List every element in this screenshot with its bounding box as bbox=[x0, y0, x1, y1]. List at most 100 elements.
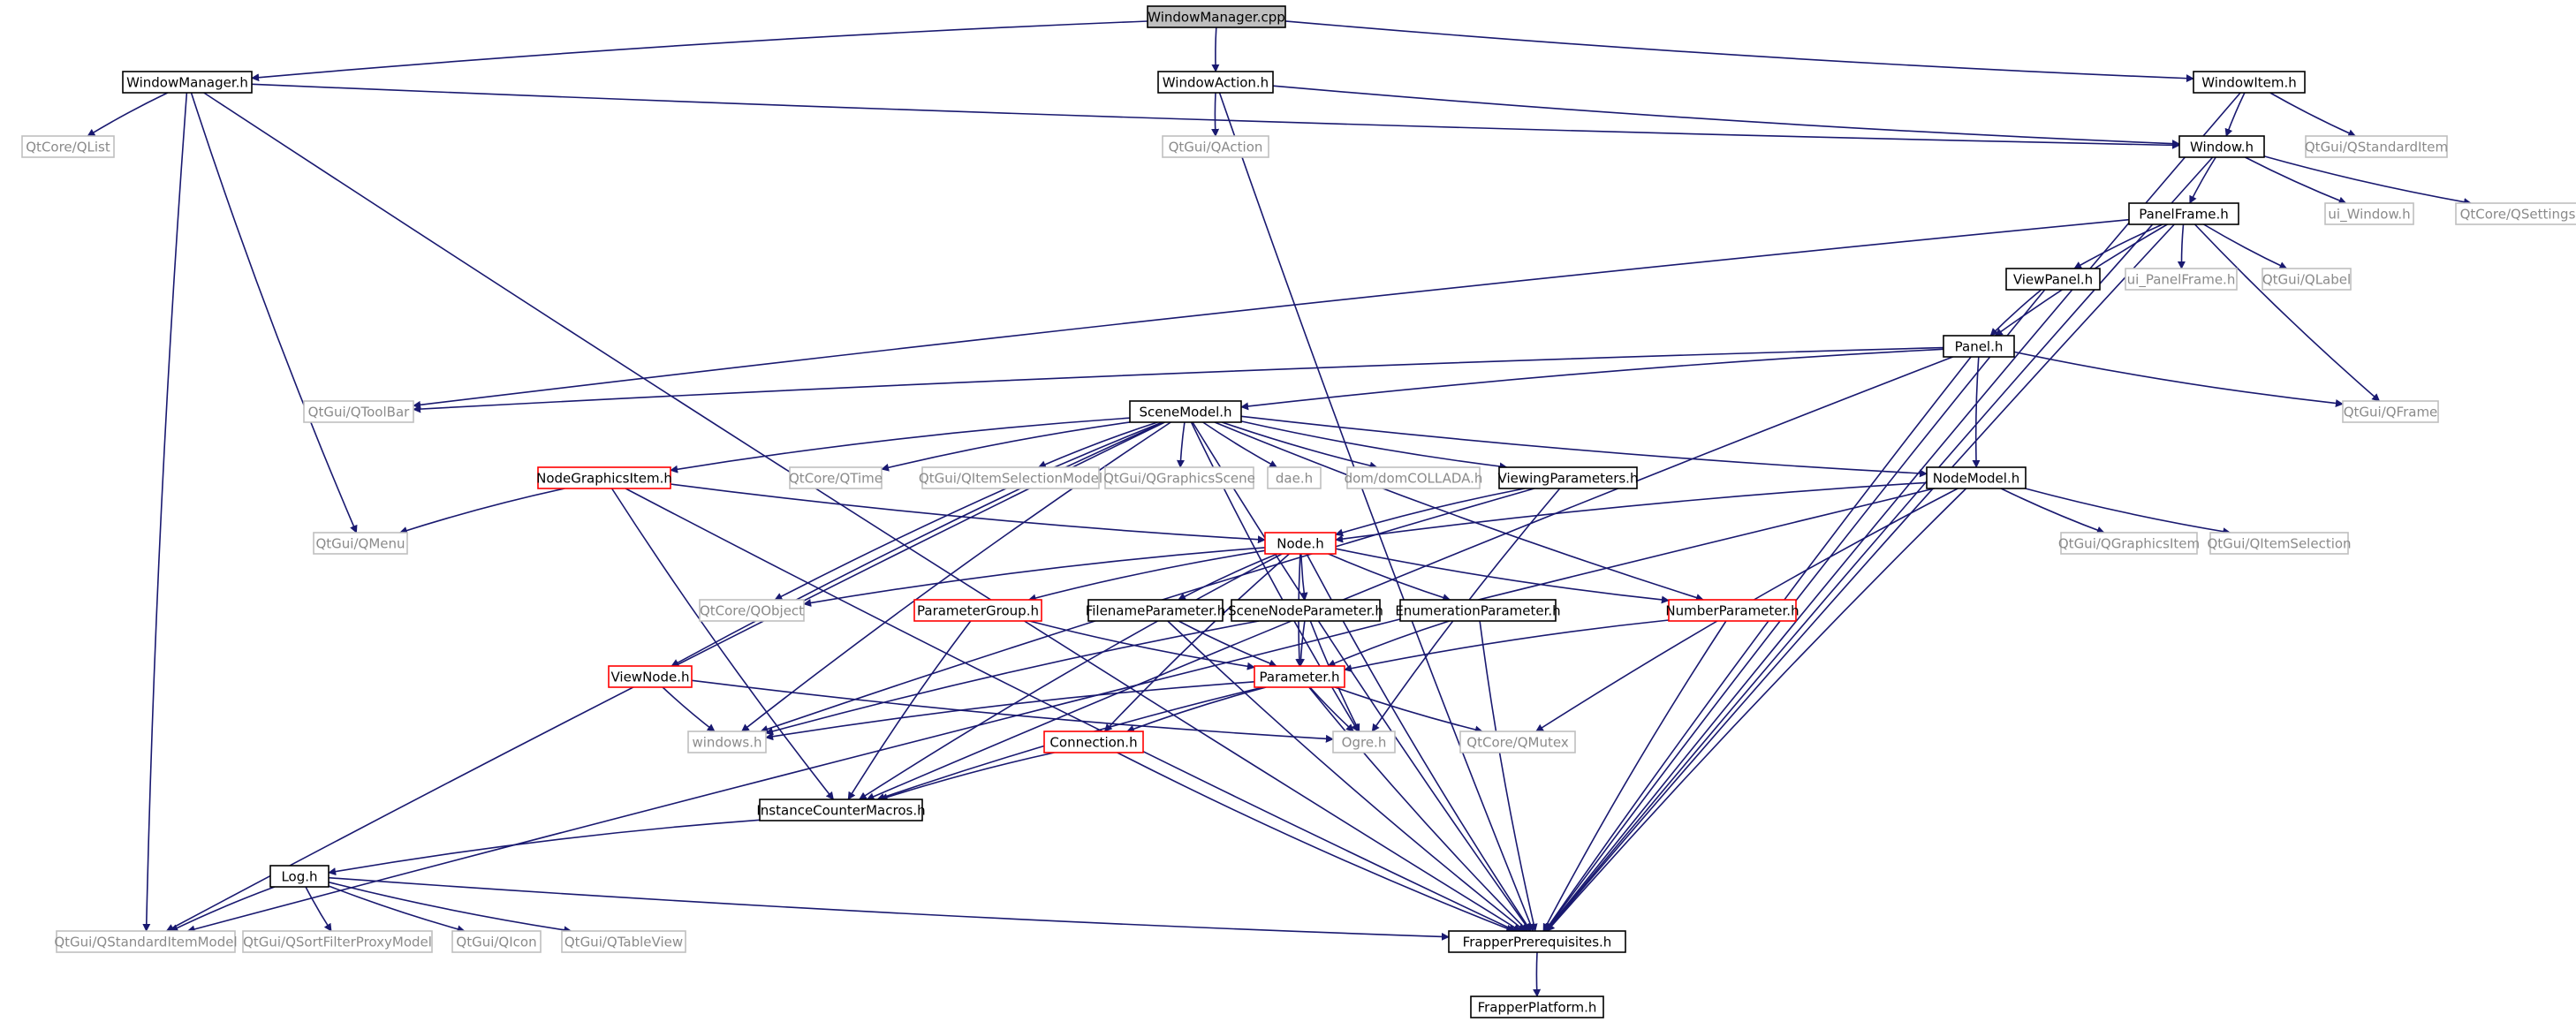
node-label: ViewingParameters.h bbox=[1498, 471, 1639, 487]
edge-panelh-to-nmh bbox=[1972, 356, 1981, 468]
node-node-h[interactable]: Node.h bbox=[1264, 532, 1337, 555]
edge-panelh-to-qtoolbar bbox=[413, 346, 1944, 413]
node-frapperplatform-h[interactable]: FrapperPlatform.h bbox=[1470, 996, 1604, 1018]
node-label: Panel.h bbox=[1955, 339, 2004, 355]
node-parameter-h[interactable]: Parameter.h bbox=[1254, 665, 1345, 688]
node-instancecountermacros-h[interactable]: InstanceCounterMacros.h bbox=[756, 799, 926, 821]
edge-pgh-to-paramh bbox=[1029, 620, 1255, 670]
node-box bbox=[2128, 202, 2239, 225]
node-label: QtCore/QList bbox=[26, 140, 110, 155]
node-label: Window.h bbox=[2190, 140, 2254, 155]
node-viewingparameters-h[interactable]: ViewingParameters.h bbox=[1498, 466, 1639, 489]
edge-smh-to-qism bbox=[1037, 421, 1158, 468]
edge-wmcpp-to-wih bbox=[1284, 20, 2194, 83]
edge-smh-to-ngi bbox=[670, 417, 1131, 473]
node-connection-h[interactable]: Connection.h bbox=[1043, 731, 1144, 753]
node-viewnode-h[interactable]: ViewNode.h bbox=[608, 665, 693, 688]
node-box bbox=[1943, 335, 2015, 358]
edge-nmh-to-nodeh bbox=[1335, 481, 1928, 543]
node-label: QtCore/QObject bbox=[700, 603, 804, 619]
node-parametergroup-h[interactable]: ParameterGroup.h bbox=[913, 599, 1042, 622]
node-nodegraphicsitem-h[interactable]: NodeGraphicsItem.h bbox=[536, 466, 672, 489]
node-label: WindowManager.cpp bbox=[1148, 10, 1285, 26]
edge-logh-to-qsim bbox=[170, 886, 276, 932]
node-numberparameter-h[interactable]: NumberParameter.h bbox=[1665, 599, 1799, 622]
edge-smh-to-winsh bbox=[740, 421, 1171, 732]
node-label: NumberParameter.h bbox=[1665, 603, 1799, 619]
node-box bbox=[1087, 599, 1224, 622]
node-label: WindowManager.h bbox=[126, 75, 248, 91]
node-label: EnumerationParameter.h bbox=[1395, 603, 1560, 619]
node-box bbox=[242, 930, 433, 953]
node-panelframe-h[interactable]: PanelFrame.h bbox=[2128, 202, 2239, 225]
edge-wmh-to-fpre bbox=[203, 92, 1521, 932]
edge-smh-to-vnh bbox=[671, 421, 1165, 667]
edge-winh-to-uiwin bbox=[2245, 156, 2347, 205]
edge-paramh-to-winsh bbox=[765, 681, 1255, 741]
node-filenameparameter-h[interactable]: FilenameParameter.h bbox=[1086, 599, 1226, 622]
node-dae-h: dae.h bbox=[1267, 466, 1322, 489]
edge-logh-to-qtv bbox=[328, 881, 572, 935]
node-box bbox=[1147, 5, 1286, 28]
node-windowitem-h[interactable]: WindowItem.h bbox=[2193, 71, 2306, 94]
node-scenemodel-h[interactable]: SceneModel.h bbox=[1129, 400, 1242, 423]
node-box bbox=[2305, 135, 2448, 158]
node-viewpanel-h[interactable]: ViewPanel.h bbox=[2005, 268, 2101, 291]
node-windowmanager-cpp[interactable]: WindowManager.cpp bbox=[1147, 5, 1286, 28]
edge-wah-to-qaction bbox=[1211, 92, 1220, 137]
node-label: QtGui/QLabel bbox=[2262, 272, 2351, 288]
node-nodemodel-h[interactable]: NodeModel.h bbox=[1926, 466, 2027, 489]
edge-logh-to-qsfpm bbox=[305, 886, 332, 932]
node-box bbox=[1399, 599, 1557, 622]
edge-eph-to-fpre bbox=[1479, 620, 1538, 932]
node-box bbox=[2455, 202, 2576, 225]
node-box bbox=[2060, 532, 2198, 555]
node-qtgui-qaction: QtGui/QAction bbox=[1162, 135, 1269, 158]
node-qtgui-qitemselection: QtGui/QItemSelection bbox=[2207, 532, 2352, 555]
node-enumerationparameter-h[interactable]: EnumerationParameter.h bbox=[1395, 599, 1561, 622]
edge-ngi-to-qmenu bbox=[398, 488, 565, 534]
edge-pfh-to-fpre bbox=[1546, 223, 2175, 932]
node-label: ui_PanelFrame.h bbox=[2127, 272, 2236, 289]
node-windowaction-h[interactable]: WindowAction.h bbox=[1157, 71, 1274, 94]
node-label: FrapperPrerequisites.h bbox=[1463, 935, 1612, 950]
node-label: Ogre.h bbox=[1342, 735, 1387, 751]
node-box bbox=[303, 400, 414, 423]
node-qtgui-qgraphicsitem: QtGui/QGraphicsItem bbox=[2058, 532, 2200, 555]
edge-paramh-to-fpre bbox=[1308, 686, 1528, 932]
node-box bbox=[2125, 268, 2238, 291]
node-log-h[interactable]: Log.h bbox=[269, 865, 330, 888]
edge-wih-to-qstditem bbox=[2269, 92, 2357, 137]
node-qtgui-qtableview: QtGui/QTableView bbox=[561, 930, 686, 953]
edge-winh-to-qsettings bbox=[2263, 155, 2472, 207]
node-label: SceneModel.h bbox=[1139, 405, 1231, 420]
edge-vnh-to-ogreh bbox=[691, 679, 1334, 743]
edge-nmh-to-qgi bbox=[2000, 488, 2105, 534]
edge-nmh-to-qis bbox=[2025, 488, 2231, 536]
node-box bbox=[1332, 731, 1396, 753]
node-window-h[interactable]: Window.h bbox=[2178, 135, 2265, 158]
node-qtgui-qsortfilterproxymodel: QtGui/QSortFilterProxyModel bbox=[242, 930, 433, 953]
edge-nodeh-to-snph bbox=[1299, 553, 1308, 601]
edge-pfh-to-vph bbox=[2073, 223, 2163, 269]
node-box bbox=[1470, 996, 1604, 1018]
node-panel-h[interactable]: Panel.h bbox=[1943, 335, 2015, 358]
node-label: NodeGraphicsItem.h bbox=[536, 471, 672, 487]
edge-smh-to-qtime bbox=[881, 421, 1131, 472]
node-box bbox=[537, 466, 671, 489]
node-qtgui-qframe: QtGui/QFrame bbox=[2342, 400, 2439, 423]
node-qtgui-qicon: QtGui/QIcon bbox=[451, 930, 542, 953]
edge-panelh-to-fpre bbox=[1544, 356, 1972, 932]
edge-smh-to-qgs bbox=[1176, 421, 1186, 468]
node-ui-window-h: ui_Window.h bbox=[2324, 202, 2414, 225]
edge-pfh-to-qlabel bbox=[2203, 223, 2288, 269]
edge-eph-to-paramh bbox=[1327, 620, 1450, 667]
node-scenenodeparameter-h[interactable]: SceneNodeParameter.h bbox=[1228, 599, 1383, 622]
node-box bbox=[313, 532, 408, 555]
node-windowmanager-h[interactable]: WindowManager.h bbox=[122, 71, 253, 94]
node-label: ui_Window.h bbox=[2328, 207, 2410, 223]
node-frapperprerequisites-h[interactable]: FrapperPrerequisites.h bbox=[1448, 930, 1626, 953]
node-box bbox=[2193, 71, 2306, 94]
node-dom-domcollada-h: dom/domCOLLADA.h bbox=[1345, 466, 1482, 489]
edge-nodeh-to-eph bbox=[1328, 553, 1451, 602]
